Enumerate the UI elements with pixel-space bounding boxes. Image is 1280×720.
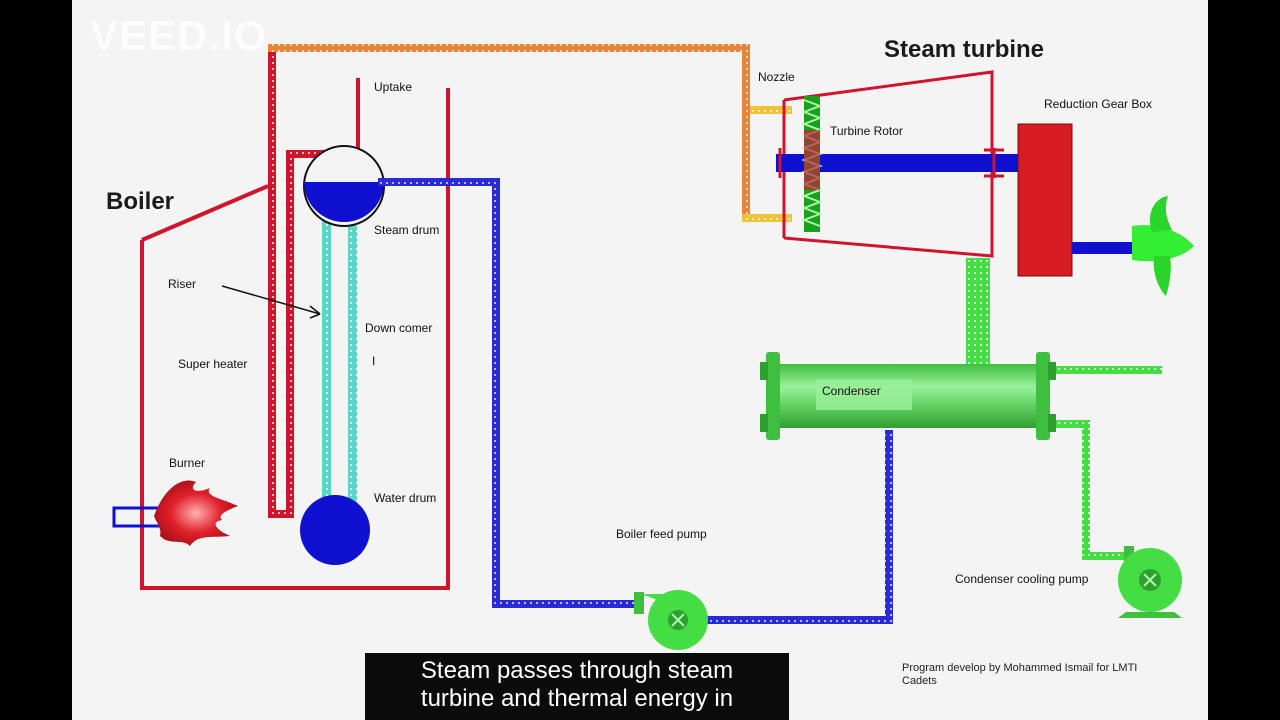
steam-plant-diagram <box>112 44 1194 650</box>
reduction-gear-box-label: Reduction Gear Box <box>1044 97 1153 111</box>
steam-drum <box>303 145 385 227</box>
turbine-shaft <box>776 154 1018 172</box>
feed-water-pipe <box>378 178 893 624</box>
turbine-rotor <box>801 96 823 232</box>
riser-pointer <box>221 285 321 319</box>
diagram-canvas: VEED.IO Boiler Steam turbine Uptake Nozz… <box>72 0 1208 720</box>
super-heater-pipe <box>268 52 328 518</box>
turbine-rotor-label: Turbine Rotor <box>830 124 903 138</box>
condenser-cooling-pump-label: Condenser cooling pump <box>955 572 1089 586</box>
shaft-bearings <box>778 148 1004 178</box>
super-heater-label: Super heater <box>178 357 248 371</box>
burner <box>112 480 238 546</box>
down-comer-pipes <box>322 210 357 505</box>
exhaust-duct <box>966 258 990 368</box>
watermark-logo: VEED.IO <box>90 12 268 59</box>
flame-icon <box>154 480 238 546</box>
boiler-feed-pump-label: Boiler feed pump <box>616 527 707 541</box>
condenser <box>760 352 1056 440</box>
riser-label: Riser <box>168 277 197 291</box>
credit-text: Program develop by Mohammed Ismail for L… <box>902 662 1138 687</box>
propeller-shaft <box>1072 242 1134 254</box>
uptake-label: Uptake <box>374 80 413 94</box>
water-drum <box>300 495 370 565</box>
condenser-cooling-pump-icon <box>1118 546 1182 618</box>
subtitle-caption: Steam passes through steam turbine and t… <box>365 653 789 720</box>
water-drum-label: Water drum <box>374 491 437 505</box>
steam-turbine-label: Steam turbine <box>884 36 1045 63</box>
nozzle-label: Nozzle <box>758 70 795 84</box>
caption-line-2: turbine and thermal energy in <box>420 685 734 712</box>
down-comer-label: Down comer <box>365 321 433 335</box>
boiler-feed-pump-icon <box>634 590 708 650</box>
propeller-icon <box>1132 196 1194 296</box>
reduction-gear-box <box>1017 123 1073 277</box>
boiler-casing <box>140 78 450 590</box>
burner-label: Burner <box>169 456 206 470</box>
main-steam-pipe <box>268 44 792 222</box>
condenser-label: Condenser <box>822 384 881 398</box>
caption-line-1: Steam passes through steam <box>420 657 734 684</box>
steam-drum-label: Steam drum <box>374 223 440 237</box>
stray-mark: I <box>372 354 376 368</box>
cooling-water-pipe <box>1056 366 1162 560</box>
boiler-label: Boiler <box>106 188 175 215</box>
